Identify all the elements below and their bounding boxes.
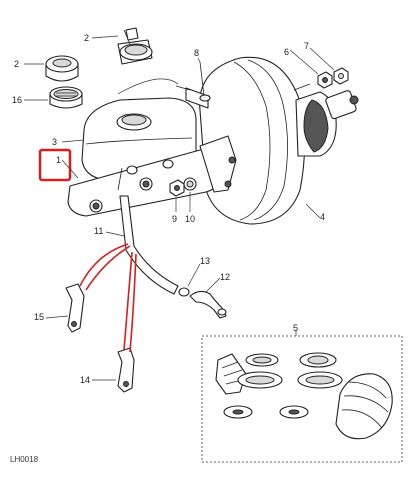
part-2-reservoir-cap-upper[interactable]	[117, 27, 153, 65]
part-10-washer[interactable]	[183, 177, 197, 191]
callout-2-left: 2	[14, 59, 19, 69]
part-2-reservoir-cap-lower[interactable]	[45, 55, 79, 82]
callout-2-top: 2	[84, 33, 89, 43]
part-16-reservoir-filter[interactable]	[49, 86, 83, 109]
callout-9: 9	[172, 214, 177, 224]
callout-15: 15	[34, 312, 44, 322]
part-8-stud[interactable]	[199, 61, 211, 102]
drawing-code: LH0018	[10, 455, 39, 464]
callout-3: 3	[52, 137, 57, 147]
part-1-master-cylinder[interactable]	[67, 135, 237, 217]
part-13-clip[interactable]	[178, 287, 190, 297]
part-15-hose-bracket[interactable]	[65, 283, 85, 333]
part-5-repair-kit[interactable]	[201, 330, 403, 463]
callout-8: 8	[194, 48, 199, 58]
bracket-link-lines	[79, 243, 137, 353]
part-7-washer[interactable]	[333, 67, 349, 85]
callout-11: 11	[94, 226, 103, 236]
part-12-pipe[interactable]	[189, 290, 227, 319]
callout-13: 13	[200, 256, 210, 266]
part-14-hose-bracket[interactable]	[117, 347, 135, 393]
part-9-nut[interactable]	[169, 179, 185, 197]
callout-labels: 1 2 2 3 4 5 6 7 8 9 10 11 12 13 14 15 16…	[10, 33, 325, 464]
highlight-box	[38, 148, 72, 182]
leader-lines	[24, 35, 335, 381]
callout-4: 4	[320, 212, 325, 222]
callout-10: 10	[185, 214, 195, 224]
callout-16: 16	[12, 95, 22, 105]
callout-7: 7	[304, 41, 309, 51]
callout-6: 6	[284, 47, 289, 57]
callout-12: 12	[220, 272, 230, 282]
callout-1: 1	[56, 155, 61, 165]
part-6-nut[interactable]	[317, 71, 333, 89]
callout-14: 14	[80, 375, 90, 385]
callout-5: 5	[293, 323, 298, 333]
